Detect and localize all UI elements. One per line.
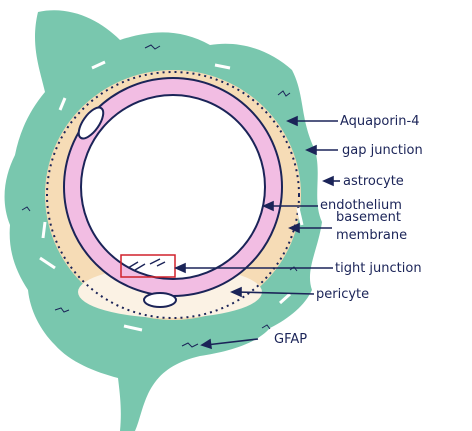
label-astrocyte: astrocyte — [343, 174, 404, 189]
label-pericyte: pericyte — [316, 287, 369, 302]
label-aquaporin: Aquaporin-4 — [340, 114, 420, 129]
label-gfap: GFAP — [274, 332, 307, 347]
label-basement: basement — [336, 210, 401, 225]
pericyte-nucleus — [144, 293, 176, 307]
label-gap-junction: gap junction — [342, 143, 423, 158]
vessel-lumen — [81, 95, 265, 279]
label-tight-junction: tight junction — [335, 261, 422, 276]
label-membrane: membrane — [336, 228, 407, 243]
